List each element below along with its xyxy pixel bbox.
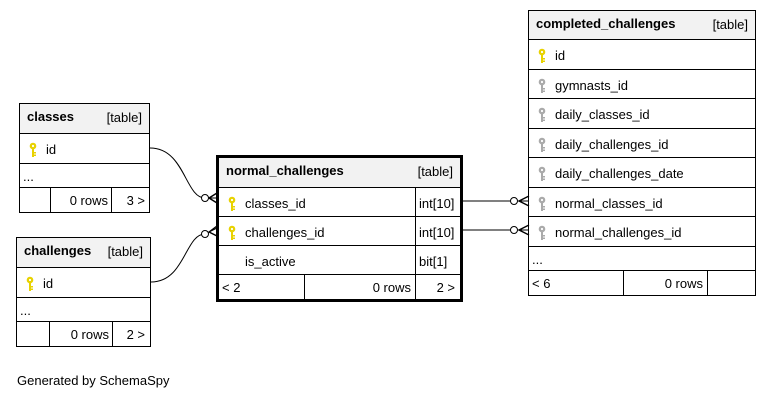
primary-key-icon <box>26 276 34 291</box>
primary-key-icon <box>29 142 37 157</box>
row-count: 0 rows <box>304 275 415 299</box>
column-row[interactable]: id <box>20 134 149 164</box>
column-name: id <box>43 276 54 291</box>
column-name: gymnasts_id <box>555 78 628 93</box>
table-header: completed_challenges [table] <box>529 11 755 40</box>
children-count[interactable]: 2 > <box>415 275 460 299</box>
column-name: daily_challenges_id <box>555 137 669 152</box>
table-header: challenges [table] <box>17 238 150 268</box>
table-footer: < 6 0 rows <box>529 271 755 295</box>
more-columns: ... <box>529 247 755 271</box>
more-columns-indicator: ... <box>20 303 31 318</box>
column-name: challenges_id <box>245 225 325 240</box>
column-row[interactable]: gymnasts_id <box>529 70 755 99</box>
foreign-key-icon <box>538 225 546 240</box>
relationship-challenges-normal-challenges <box>150 225 218 283</box>
more-columns: ... <box>20 164 149 188</box>
table-kind: [table] <box>417 164 453 179</box>
more-columns-indicator: ... <box>23 169 34 184</box>
primary-key-icon <box>228 225 236 240</box>
column-name: id <box>555 48 566 63</box>
column-name: normal_classes_id <box>555 196 663 211</box>
table-challenges[interactable]: challenges [table] id ... 0 rows 2 > <box>16 237 151 347</box>
table-name: completed_challenges <box>536 16 676 31</box>
primary-key-icon <box>228 196 236 211</box>
column-row[interactable]: is_active bit[1] <box>219 246 460 275</box>
table-header: classes [table] <box>20 104 149 134</box>
relationship-normal-challenges <box>463 224 530 236</box>
parents-count[interactable]: < 2 <box>222 280 241 295</box>
table-name: challenges <box>24 243 92 258</box>
table-footer: < 2 0 rows 2 > <box>219 275 460 299</box>
parents-count[interactable]: < 6 <box>532 276 551 291</box>
column-row[interactable]: normal_classes_id <box>529 188 755 217</box>
column-type: int[10] <box>415 217 460 245</box>
table-kind: [table] <box>106 110 142 125</box>
column-row[interactable]: normal_challenges_id <box>529 217 755 247</box>
table-kind: [table] <box>107 244 143 259</box>
column-row[interactable]: classes_id int[10] <box>219 188 460 217</box>
column-row[interactable]: daily_challenges_date <box>529 158 755 188</box>
column-row[interactable]: daily_challenges_id <box>529 129 755 158</box>
foreign-key-icon <box>538 107 546 122</box>
table-footer: 0 rows 2 > <box>17 322 150 346</box>
foreign-key-icon <box>538 137 546 152</box>
relationship-classes-normal-challenges <box>149 147 218 204</box>
more-columns: ... <box>17 298 150 322</box>
table-classes[interactable]: classes [table] id ... 0 rows 3 > <box>19 103 150 213</box>
more-columns-indicator: ... <box>532 252 543 267</box>
table-completed-challenges[interactable]: completed_challenges [table] id gymnasts… <box>528 10 756 296</box>
column-name: classes_id <box>245 196 306 211</box>
column-row[interactable]: daily_classes_id <box>529 99 755 129</box>
foreign-key-icon <box>538 78 546 93</box>
children-count[interactable]: 3 > <box>111 188 150 212</box>
column-type: bit[1] <box>415 246 460 274</box>
primary-key-icon <box>538 48 546 63</box>
table-header: normal_challenges [table] <box>219 158 460 188</box>
table-normal-challenges[interactable]: normal_challenges [table] classes_id int… <box>216 155 463 302</box>
row-count: 0 rows <box>623 271 707 295</box>
table-name: normal_challenges <box>226 163 344 178</box>
column-row[interactable]: id <box>17 268 150 298</box>
column-name: normal_challenges_id <box>555 225 682 240</box>
children-count[interactable]: 2 > <box>112 322 150 346</box>
column-name: id <box>46 142 57 157</box>
table-name: classes <box>27 109 74 124</box>
column-row[interactable]: challenges_id int[10] <box>219 217 460 246</box>
row-count: 0 rows <box>49 322 112 346</box>
column-type: int[10] <box>415 188 460 216</box>
foreign-key-icon <box>538 166 546 181</box>
column-row[interactable]: id <box>529 40 755 70</box>
generated-by-label: Generated by SchemaSpy <box>17 373 170 388</box>
table-kind: [table] <box>712 17 748 32</box>
children-count[interactable] <box>707 271 755 295</box>
foreign-key-icon <box>538 196 546 211</box>
table-footer: 0 rows 3 > <box>20 188 149 212</box>
column-name: daily_challenges_date <box>555 166 684 181</box>
row-count: 0 rows <box>50 188 111 212</box>
column-name: daily_classes_id <box>555 107 650 122</box>
relationship-normal-classes <box>463 195 530 207</box>
column-name: is_active <box>245 254 296 269</box>
